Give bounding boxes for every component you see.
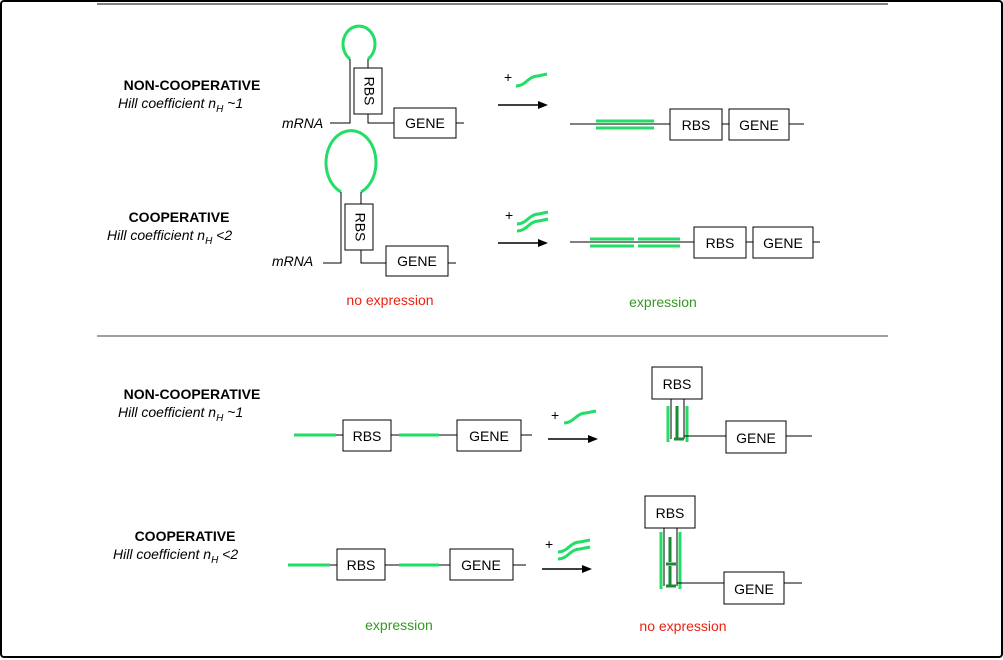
bottom-row1-subtitle-text: Hill coefficient xyxy=(118,404,208,420)
bottom-row2-after-gene-box xyxy=(723,571,785,605)
top-row1-hairpin-loop xyxy=(341,24,377,61)
bottom-row1-h: H xyxy=(216,413,224,424)
bottom-row2-gene-label: GENE xyxy=(461,557,501,573)
top-row2-subtitle-text: Hill coefficient xyxy=(107,227,197,243)
bottom-row1-rel: ~1 xyxy=(223,404,243,420)
bottom-row1-after-gene-box xyxy=(725,420,787,454)
top-row1-after-rbs-box xyxy=(669,108,723,141)
bottom-row1-plus: + xyxy=(551,407,559,423)
bottom-row1-gene-label: GENE xyxy=(469,428,509,444)
top-row2-rel: <2 xyxy=(212,227,232,243)
bottom-row1-gene-box xyxy=(456,419,522,452)
bottom-row1-ligand xyxy=(563,409,597,425)
top-row1-rel: ~1 xyxy=(223,95,243,111)
top-row2-rbs-label: RBS xyxy=(352,213,368,242)
top-row2-after-gene-label: GENE xyxy=(763,235,803,251)
top-row1-h: H xyxy=(216,104,224,115)
top-row2-n: n xyxy=(197,227,205,243)
top-row2-mrna-line xyxy=(323,192,342,264)
bottom-row2-arrow-head xyxy=(582,565,592,573)
bottom-row1-after-rbs-box xyxy=(651,366,703,400)
bottom-status-before: expression xyxy=(365,617,433,633)
bottom-row1: NON-COOPERATIVE Hill coefficient nH ~1 R… xyxy=(118,366,812,454)
top-row1-rbs-label: RBS xyxy=(361,77,377,106)
top-row2-title: COOPERATIVE xyxy=(129,209,230,225)
bottom-row2-plus: + xyxy=(545,536,553,552)
bottom-row2-rbs-box xyxy=(336,548,386,581)
bottom-row2-h: H xyxy=(211,555,219,566)
top-row2: COOPERATIVE Hill coefficient nH <2 mRNA … xyxy=(107,129,820,277)
bottom-row1-arrow-head xyxy=(588,435,598,443)
top-row1-subtitle-text: Hill coefficient xyxy=(118,95,208,111)
top-row1: NON-COOPERATIVE Hill coefficient nH ~1 m… xyxy=(118,24,804,141)
top-row1-gene-label: GENE xyxy=(405,115,445,131)
top-row2-rbs-box xyxy=(344,203,374,251)
top-row1-n: n xyxy=(208,95,216,111)
bottom-row1-n: n xyxy=(208,404,216,420)
top-row2-after-gene-box xyxy=(752,226,814,259)
bottom-row1-subtitle: Hill coefficient nH ~1 xyxy=(118,404,243,424)
bottom-row2-ligand-a xyxy=(557,538,591,554)
bottom-row2-rbs-label: RBS xyxy=(347,557,376,573)
top-row2-hairpin-loop xyxy=(324,129,378,194)
top-row2-after-rbs-box xyxy=(693,226,747,259)
bottom-row2-title: COOPERATIVE xyxy=(135,528,236,544)
bottom-row2-after-gene-label: GENE xyxy=(734,581,774,597)
top-row1-after-gene-label: GENE xyxy=(739,117,779,133)
bottom-row2-ligand-b xyxy=(557,545,591,561)
top-row1-rbs-box xyxy=(353,67,383,115)
top-row1-after-rbs-label: RBS xyxy=(682,117,711,133)
top-row2-ligand-b xyxy=(516,217,549,233)
top-row2-mrna-label: mRNA xyxy=(272,253,313,269)
bottom-row2-subtitle: Hill coefficient nH <2 xyxy=(113,546,238,566)
top-row2-plus: + xyxy=(505,207,513,223)
top-row2-after-rbs-label: RBS xyxy=(706,235,735,251)
bottom-row1-after-gene-label: GENE xyxy=(736,430,776,446)
bottom-row2-gene-box xyxy=(449,548,514,581)
bottom-row2-after-rbs-label: RBS xyxy=(656,505,685,521)
bottom-row1-rbs-label: RBS xyxy=(353,428,382,444)
top-row2-ligand-a xyxy=(516,210,549,226)
top-row2-h: H xyxy=(205,236,213,247)
top-row1-plus: + xyxy=(504,69,512,85)
top-row2-subtitle: Hill coefficient nH <2 xyxy=(107,227,232,247)
bottom-row1-title: NON-COOPERATIVE xyxy=(124,386,261,402)
top-row1-mrna-label: mRNA xyxy=(282,115,323,131)
top-row1-subtitle: Hill coefficient nH ~1 xyxy=(118,95,243,115)
top-row2-gene-box xyxy=(385,245,449,277)
top-row2-arrow-head xyxy=(538,239,548,247)
top-row1-mrna-line xyxy=(330,59,351,124)
bottom-row1-after-rbs-label: RBS xyxy=(663,376,692,392)
bottom-status-after: no expression xyxy=(639,618,726,634)
top-status-after: expression xyxy=(629,294,697,310)
top-status-before: no expression xyxy=(346,292,433,308)
top-row1-ligand xyxy=(515,72,548,88)
bottom-row2-n: n xyxy=(203,546,211,562)
top-row1-title: NON-COOPERATIVE xyxy=(124,77,261,93)
bottom-row2: COOPERATIVE Hill coefficient nH <2 RBS G… xyxy=(113,495,802,605)
bottom-row2-subtitle-text: Hill coefficient xyxy=(113,546,203,562)
bottom-row2-after-rbs-box xyxy=(644,495,696,529)
top-row1-arrow-head xyxy=(538,101,548,109)
bottom-row2-rel: <2 xyxy=(218,546,238,562)
bottom-row1-rbs-box xyxy=(342,419,392,452)
top-row2-gene-label: GENE xyxy=(397,253,437,269)
